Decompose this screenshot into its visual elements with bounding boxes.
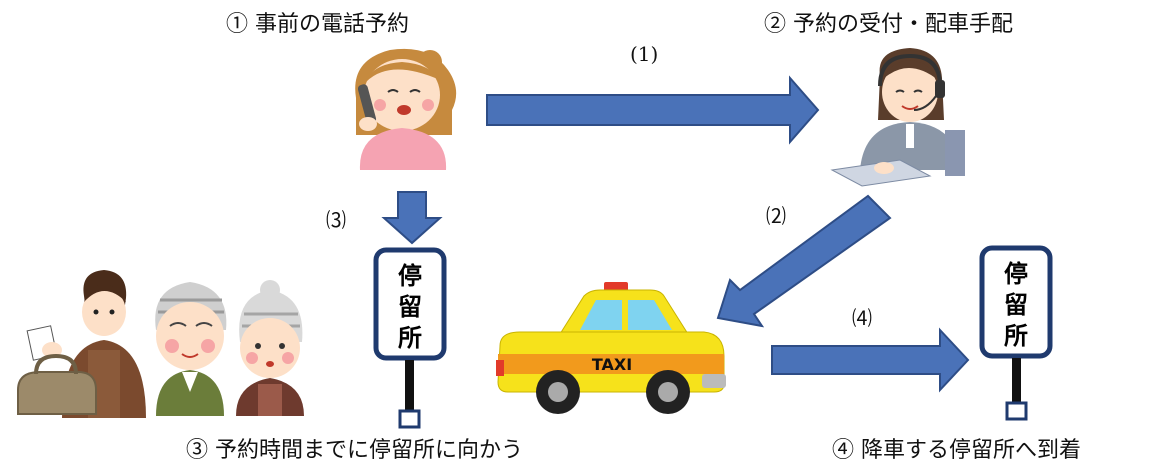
step-2-label: ② 予約の受付・配車手配 — [764, 12, 1013, 37]
step-3-label: ③ 予約時間までに停留所に向かう — [186, 438, 523, 463]
sign-left-char-1: 停 — [398, 262, 422, 290]
arrow-1 — [486, 75, 820, 145]
arrow-2-number: ⑵ — [766, 204, 786, 228]
sign-right-char-3: 所 — [1004, 322, 1028, 350]
sign-right-char-1: 停 — [1004, 260, 1028, 288]
taxi-label: TAXI — [592, 355, 632, 374]
taxi-illustration: TAXI — [496, 282, 726, 414]
bus-stop-sign-right: 停 留 所 — [979, 245, 1053, 421]
arrow-1-number: (1) — [630, 42, 659, 66]
arrow-2 — [716, 194, 892, 328]
arrow-3 — [381, 191, 443, 245]
elderly-woman-illustration — [236, 280, 304, 416]
shopper-illustration — [17, 270, 146, 418]
sign-left-char-2: 留 — [398, 293, 422, 321]
arrow-4 — [771, 327, 970, 393]
elderly-man-illustration — [155, 282, 227, 416]
sign-left-char-3: 所 — [398, 324, 422, 352]
arrow-4-number: ⑷ — [852, 306, 872, 330]
caller-illustration — [355, 48, 457, 170]
arrow-3-number: ⑶ — [326, 208, 346, 232]
step-4-label: ④ 降車する停留所へ到着 — [832, 438, 1081, 463]
sign-right-char-2: 留 — [1004, 291, 1028, 319]
bus-stop-sign-left: 停 留 所 — [373, 247, 447, 429]
operator-illustration — [830, 48, 965, 187]
step-1-label: ① 事前の電話予約 — [226, 12, 409, 37]
